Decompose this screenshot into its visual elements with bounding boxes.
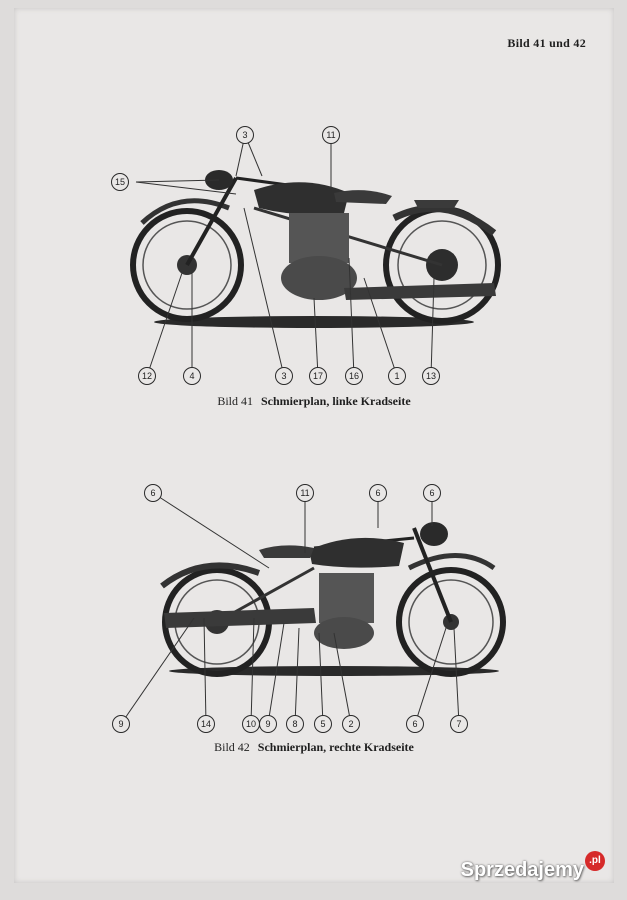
callout-42-10: 2	[342, 715, 360, 733]
document-page: Bild 41 und 42	[14, 8, 614, 883]
watermark-logo: Sprzedajemy.pl	[460, 851, 605, 882]
callout-42-12: 7	[450, 715, 468, 733]
callout-41-3: 12	[138, 367, 156, 385]
callout-42-6: 10	[242, 715, 260, 733]
figure-41-title: Schmierplan, linke Kradseite	[261, 394, 411, 408]
callout-41-4: 4	[183, 367, 201, 385]
callout-42-2: 6	[369, 484, 387, 502]
callout-42-4: 9	[112, 715, 130, 733]
callout-41-9: 13	[422, 367, 440, 385]
callout-41-5: 3	[275, 367, 293, 385]
figure-42-number: Bild 42	[214, 740, 250, 754]
callout-41-7: 16	[345, 367, 363, 385]
page-header: Bild 41 und 42	[507, 36, 586, 50]
callout-41-0: 3	[236, 126, 254, 144]
callout-42-8: 8	[286, 715, 304, 733]
callout-41-2: 15	[111, 173, 129, 191]
callout-42-7: 9	[259, 715, 277, 733]
callout-42-5: 14	[197, 715, 215, 733]
callout-42-11: 6	[406, 715, 424, 733]
figure-42-title: Schmierplan, rechte Kradseite	[257, 740, 414, 754]
callout-41-1: 11	[322, 126, 340, 144]
callout-42-0: 6	[144, 484, 162, 502]
callout-41-6: 17	[309, 367, 327, 385]
callout-41-8: 1	[388, 367, 406, 385]
figure-41: 3 11 15 12 4 3 17 16 1 13 Bild 41 Schmier…	[14, 8, 614, 428]
callout-42-3: 6	[423, 484, 441, 502]
motorcycle-left-side-drawing	[130, 134, 501, 377]
callout-42-9: 5	[314, 715, 332, 733]
watermark-dot-badge: .pl	[585, 851, 605, 871]
figure-42-caption: Bild 42 Schmierplan, rechte Kradseite	[14, 740, 614, 755]
watermark-text: Sprzedajemy	[460, 859, 584, 881]
callout-42-1: 11	[296, 484, 314, 502]
motorcycle-right-side-drawing	[120, 492, 506, 725]
figure-41-number: Bild 41	[217, 394, 253, 408]
figure-41-caption: Bild 41 Schmierplan, linke Kradseite	[14, 394, 614, 409]
